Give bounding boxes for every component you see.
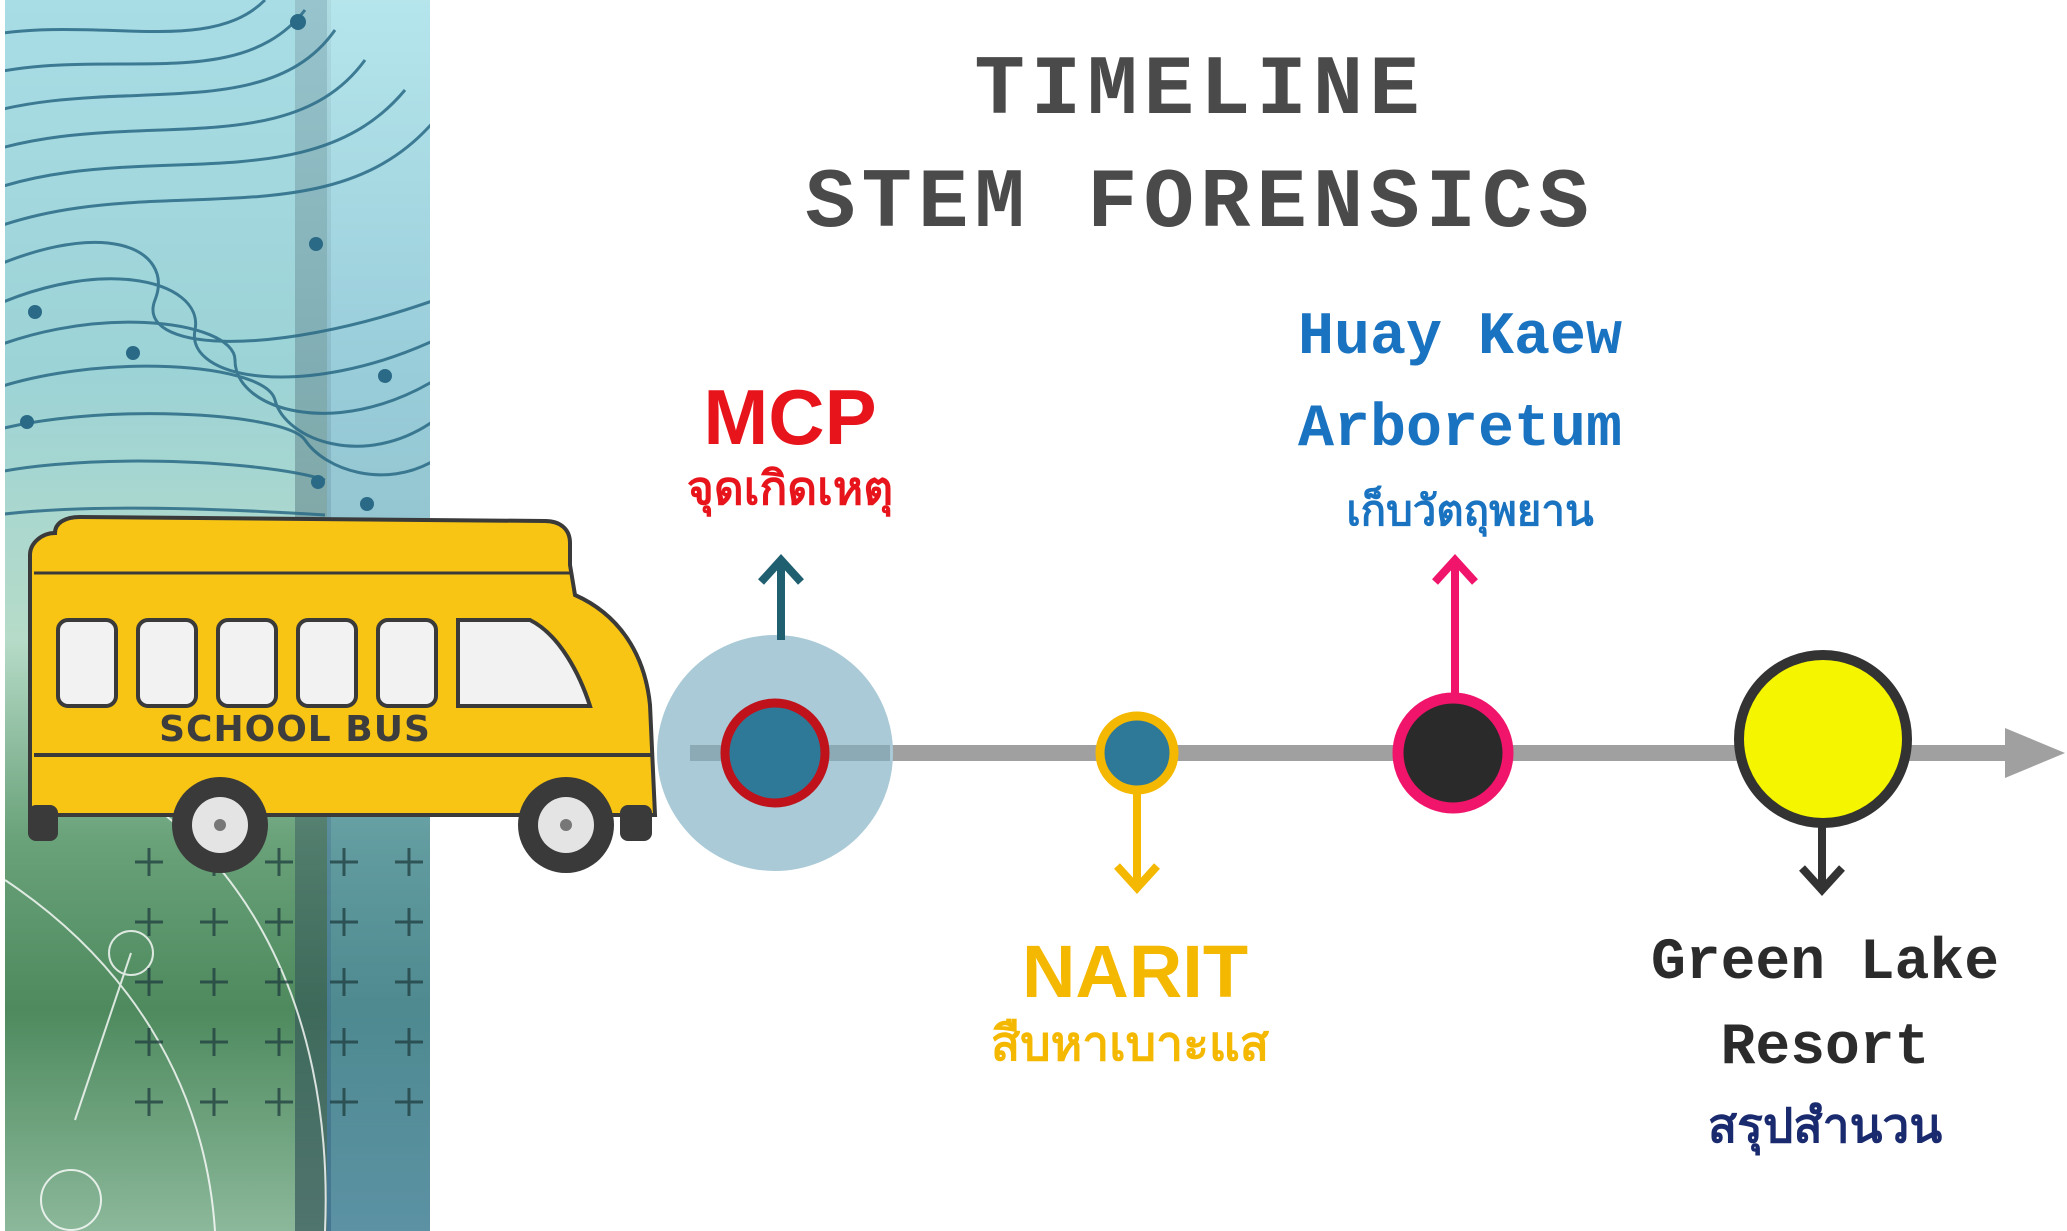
- narit-subtitle: สืบหาเบาะแส: [990, 1016, 1270, 1072]
- timeline-arrowhead: [2005, 728, 2065, 778]
- huay-kaew-subtitle: เก็บวัตถุพยาน: [1346, 486, 1594, 535]
- huay-kaew-title-line-2: Arboretum: [1297, 396, 1623, 464]
- green-lake-subtitle: สรุปสำนวน: [1707, 1098, 1943, 1154]
- green-lake-down-arrow: [1799, 822, 1845, 896]
- green-lake-title-line-1: Green Lake: [1650, 931, 2000, 996]
- green-lake-title-line-2: Resort: [1720, 1016, 1930, 1081]
- bus-wheels: [172, 777, 614, 873]
- mcp-up-arrow: [758, 554, 804, 640]
- school-bus-illustration: [28, 515, 658, 873]
- bus-label: SCHOOL BUS: [159, 709, 431, 750]
- mcp-node: [720, 698, 830, 808]
- narit-down-arrow: [1114, 792, 1160, 894]
- mcp-title: MCP: [703, 373, 877, 461]
- huay-kaew-up-arrow: [1432, 554, 1478, 695]
- huay-kaew-node: [1392, 692, 1514, 814]
- huay-kaew-title-line-1: Huay Kaew: [1297, 304, 1623, 372]
- narit-title: NARIT: [1021, 930, 1249, 1013]
- fingerprint-pattern: [5, 0, 430, 1231]
- title-line-1: TIMELINE: [974, 44, 1426, 139]
- green-lake-node: [1734, 650, 1912, 828]
- timeline-line: [690, 745, 2010, 761]
- mcp-subtitle: จุดเกิดเหตุ: [686, 461, 894, 515]
- bus-windows: [56, 618, 593, 708]
- title-line-2: STEM FORENSICS: [805, 157, 1595, 252]
- narit-node: [1095, 711, 1179, 795]
